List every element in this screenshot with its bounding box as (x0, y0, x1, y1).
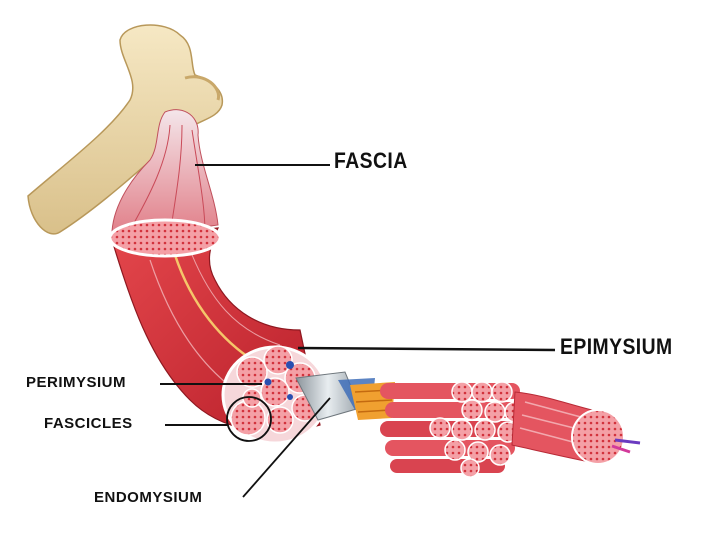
label-fascia: FASCIA (334, 148, 408, 174)
label-endomysium: ENDOMYSIUM (94, 489, 202, 506)
label-perimysium: PERIMYSIUM (26, 374, 126, 391)
fascicle-bundle (380, 382, 525, 477)
tendon-cross-section (110, 220, 220, 256)
epimysium-leader (298, 348, 555, 350)
muscle-fiber (512, 392, 640, 464)
label-epimysium: EPIMYSIUM (560, 334, 673, 360)
label-fascicles: FASCICLES (44, 415, 133, 432)
